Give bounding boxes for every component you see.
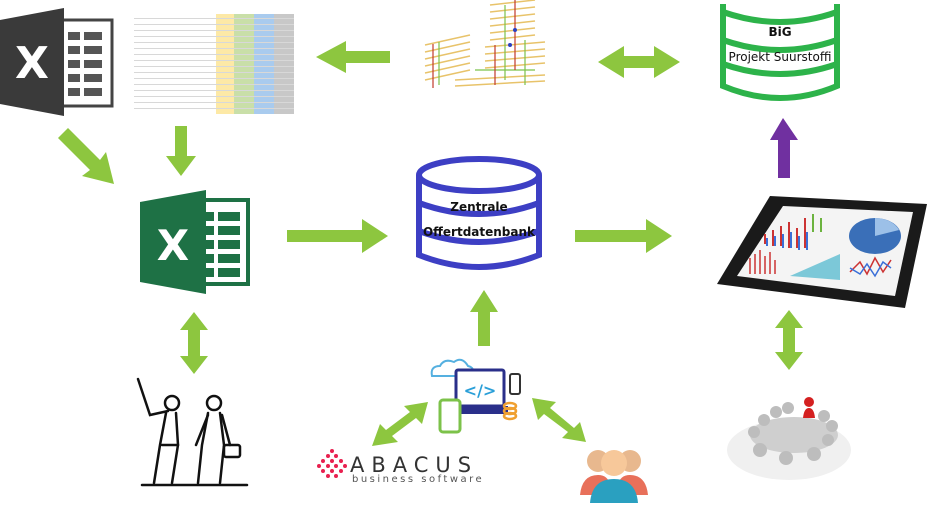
- abacus-name: ABACUS: [350, 453, 479, 477]
- tablet-dashboard-icon: [715, 192, 930, 312]
- svg-text:</>: </>: [464, 381, 497, 400]
- software-dev-icon: </>: [426, 356, 526, 436]
- arrow-excel-sketch-to-excel: [58, 128, 114, 184]
- arrow-spreadsheet-to-excel: [166, 126, 196, 176]
- workers-sketch-icon: [132, 375, 252, 490]
- spreadsheet-thumbnail: [134, 14, 294, 114]
- svg-text:X: X: [157, 221, 189, 270]
- central-database: Zentrale Offertdatenbank: [414, 155, 544, 275]
- excel-sketch-icon: X: [0, 6, 118, 116]
- arrow-software-to-central-db: [470, 290, 498, 346]
- building-model-icon: [415, 0, 555, 100]
- arrow-central-db-to-tablet: [575, 219, 672, 253]
- big-db-subtitle: Projekt Suurstoffi: [728, 50, 832, 64]
- arrow-software-users-bidirectional: [532, 398, 586, 442]
- arrow-excel-to-central-db: [287, 219, 388, 253]
- arrow-abacus-software-bidirectional: [372, 402, 428, 446]
- excel-icon: X: [140, 188, 252, 296]
- arrow-tablet-to-big: [770, 118, 798, 178]
- arrow-building-big-bidirectional: [598, 46, 680, 78]
- abacus-tagline: business software: [352, 474, 485, 485]
- central-db-title: Zentrale: [450, 200, 508, 214]
- arrow-excel-workers-bidirectional: [180, 312, 208, 374]
- abacus-logo-icon: [316, 448, 348, 480]
- big-database: BiG Projekt Suurstoffi: [718, 0, 842, 104]
- big-db-title: BiG: [768, 25, 792, 39]
- users-group-icon: [578, 445, 650, 503]
- meeting-table-icon: [724, 390, 854, 490]
- arrow-building-to-spreadsheet: [316, 41, 390, 73]
- svg-text:X: X: [15, 38, 49, 89]
- arrow-tablet-meeting-bidirectional: [775, 310, 803, 370]
- central-db-subtitle: Offertdatenbank: [422, 225, 536, 239]
